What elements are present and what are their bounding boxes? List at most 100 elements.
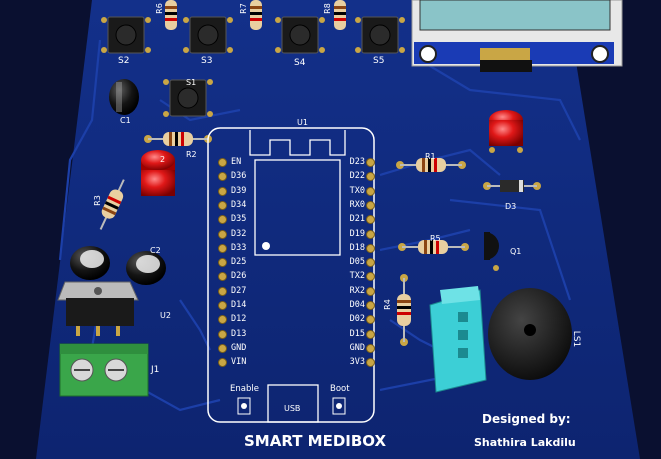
- label-c1: C1: [120, 116, 131, 125]
- esp32-pin-label: GND: [231, 342, 247, 353]
- esp32-pin-label: TX0: [349, 185, 365, 196]
- terminal-block-j1: [59, 343, 149, 397]
- transistor-q1: [484, 232, 499, 271]
- label-s4: S4: [294, 58, 306, 68]
- esp32-pin-label: GND: [349, 342, 365, 353]
- resistor-r7: [250, 0, 262, 30]
- resistor-r2: [144, 132, 212, 146]
- esp32-pin-pad: [366, 272, 375, 282]
- led-red-right: [489, 110, 523, 153]
- label-r1: R1: [425, 152, 436, 161]
- label-j1: J1: [151, 365, 160, 375]
- button-s5[interactable]: [355, 16, 405, 54]
- label-r2: R2: [186, 150, 197, 159]
- esp32-pin-pad: [366, 243, 375, 253]
- capacitor-c1: [109, 79, 139, 115]
- label-r3: R3: [92, 195, 102, 206]
- esp32-pin-pad: [366, 343, 375, 353]
- label-boot: Boot: [330, 384, 350, 394]
- esp32-pin-label: D02: [349, 314, 365, 325]
- esp32-pin-pad: [218, 358, 227, 368]
- esp32-pin-label: TX2: [349, 271, 365, 282]
- esp32-pin-pad: [366, 215, 375, 225]
- label-s1: S1: [186, 78, 197, 87]
- label-s5: S5: [373, 56, 385, 66]
- oled-display: [411, 0, 623, 72]
- diode-d3: [483, 180, 541, 192]
- esp32-pin-pad: [366, 301, 375, 310]
- esp32-pin-pad: [366, 229, 375, 239]
- resistor-r4: [397, 274, 411, 346]
- esp32-pin-label: D34: [231, 199, 247, 210]
- credit-name: Shathira Lakdilu: [474, 436, 576, 449]
- button-s4[interactable]: [275, 16, 325, 54]
- esp32-pin-pad: [366, 329, 375, 339]
- esp32-pin-pad: [218, 172, 227, 182]
- esp32-pin-pad: [218, 158, 227, 167]
- esp32-pin-label: D25: [231, 257, 247, 268]
- esp32-pin-label: D36: [231, 171, 247, 182]
- esp32-pin-pad: [218, 215, 227, 225]
- esp32-pin-label: VIN: [231, 357, 247, 368]
- esp32-pin-pad: [366, 158, 375, 167]
- button-s3[interactable]: [183, 16, 233, 54]
- esp32-pin-pad: [218, 329, 227, 339]
- esp32-pin-label: 3V3: [349, 357, 365, 368]
- esp32-pin-label: D05: [349, 257, 365, 268]
- label-r4: R4: [382, 299, 392, 310]
- credit-label: Designed by:: [482, 412, 571, 426]
- resistor-r6: [165, 0, 177, 30]
- esp32-pin-pad: [366, 286, 375, 296]
- label-usb: USB: [284, 404, 301, 413]
- esp32-pin-pad: [366, 315, 375, 325]
- label-r7: R7: [238, 3, 248, 14]
- esp32-pin-pad: [218, 286, 227, 296]
- esp32-pin-label: D32: [231, 228, 247, 239]
- connector-header: [429, 286, 487, 393]
- esp32-pin-pad: [218, 315, 227, 325]
- esp32-pin-label: D19: [349, 228, 365, 239]
- esp32-pin-label: D21: [349, 214, 365, 225]
- esp32-pin-label: D14: [231, 300, 247, 310]
- esp32-pin-pad: [366, 358, 375, 368]
- esp32-pin-label: D04: [349, 300, 365, 310]
- label-s2: S2: [118, 56, 130, 66]
- led-red-left: [141, 150, 175, 196]
- esp32-pin-pad: [366, 172, 375, 182]
- esp32-pin-pad: [366, 258, 375, 268]
- esp32-pin-label: D33: [231, 242, 247, 253]
- esp32-pin-pad: [218, 272, 227, 282]
- resistor-r3: [99, 179, 125, 230]
- esp32-pin-label: D23: [349, 157, 365, 167]
- buzzer-ls1: [488, 288, 572, 380]
- label-r6: R6: [154, 3, 164, 14]
- label-s3: S3: [201, 56, 213, 66]
- label-d3: D3: [505, 202, 517, 211]
- label-u2: U2: [160, 311, 171, 320]
- button-s1[interactable]: [163, 79, 213, 117]
- esp32-pin-label: D12: [231, 314, 247, 325]
- esp32-pin-pad: [218, 301, 227, 310]
- label-u1: U1: [297, 118, 308, 127]
- esp32-pin-label: EN: [231, 157, 242, 167]
- esp32-pin-pad: [218, 343, 227, 353]
- resistor-r5: [398, 240, 469, 254]
- label-ls1: LS1: [571, 330, 582, 348]
- esp32-pin-pad: [366, 200, 375, 210]
- label-r8: R8: [322, 3, 332, 14]
- regulator-u2: [57, 281, 139, 336]
- capacitor-c2: [126, 251, 166, 285]
- esp32-pin-pad: [218, 243, 227, 253]
- esp32-pin-pad: [218, 258, 227, 268]
- esp32-pin-label: RX2: [349, 285, 365, 296]
- esp32-pin-label: D27: [231, 285, 247, 296]
- esp32-pin-label: D15: [349, 328, 365, 339]
- esp32-pin-label: D26: [231, 271, 247, 282]
- resistor-r1: [396, 158, 466, 172]
- esp32-pin-label: D35: [231, 214, 247, 225]
- esp32-pin-label: D13: [231, 328, 247, 339]
- button-s2[interactable]: [101, 16, 151, 54]
- esp32-pin-pad: [366, 186, 375, 196]
